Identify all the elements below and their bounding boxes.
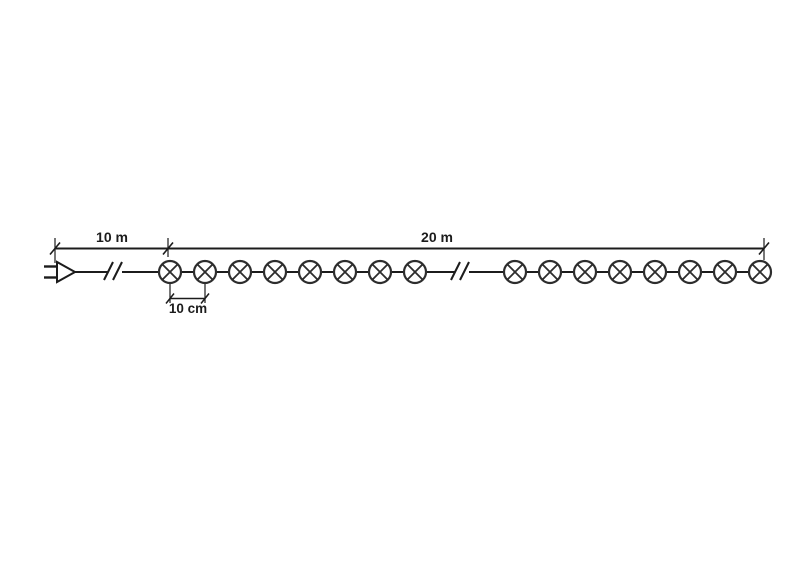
wiring-diagram: 10 m 20 m 10 cm	[44, 229, 773, 316]
lamp-circle-x-icon	[537, 259, 563, 285]
lamp-circle-x-icon	[747, 259, 773, 285]
lamp-circle-x-icon	[367, 259, 393, 285]
lamp-circle-x-icon	[712, 259, 738, 285]
lamp-circle-x-icon	[332, 259, 358, 285]
lit-length-label: 20 m	[421, 229, 453, 245]
lamp-circle-x-icon	[607, 259, 633, 285]
lamp-circle-x-icon	[402, 259, 428, 285]
lamp-circle-x-icon	[297, 259, 323, 285]
certification-row: IP44 F	[0, 420, 800, 570]
bulb-spacing-label: 10 cm	[168, 301, 208, 316]
wiring-diagram-svg	[44, 238, 773, 304]
lamp-circle-x-icon	[192, 259, 218, 285]
cable-break-slashes-icon	[103, 261, 123, 281]
lamp-circle-x-icon	[502, 259, 528, 285]
lamp-circle-x-icon	[227, 259, 253, 285]
lamp-circle-x-icon	[262, 259, 288, 285]
bulb-spacing-dimension	[165, 284, 210, 304]
lamp-string-left	[157, 259, 428, 285]
lamp-circle-x-icon	[642, 259, 668, 285]
cable-break-slashes-icon	[450, 261, 470, 281]
total-length-dimension	[49, 238, 770, 263]
lamp-string-right	[502, 259, 773, 285]
mains-plug-icon	[44, 260, 78, 284]
lamp-circle-x-icon	[572, 259, 598, 285]
lamp-circle-x-icon	[157, 259, 183, 285]
lamp-circle-x-icon	[677, 259, 703, 285]
lead-length-label: 10 m	[96, 229, 128, 245]
